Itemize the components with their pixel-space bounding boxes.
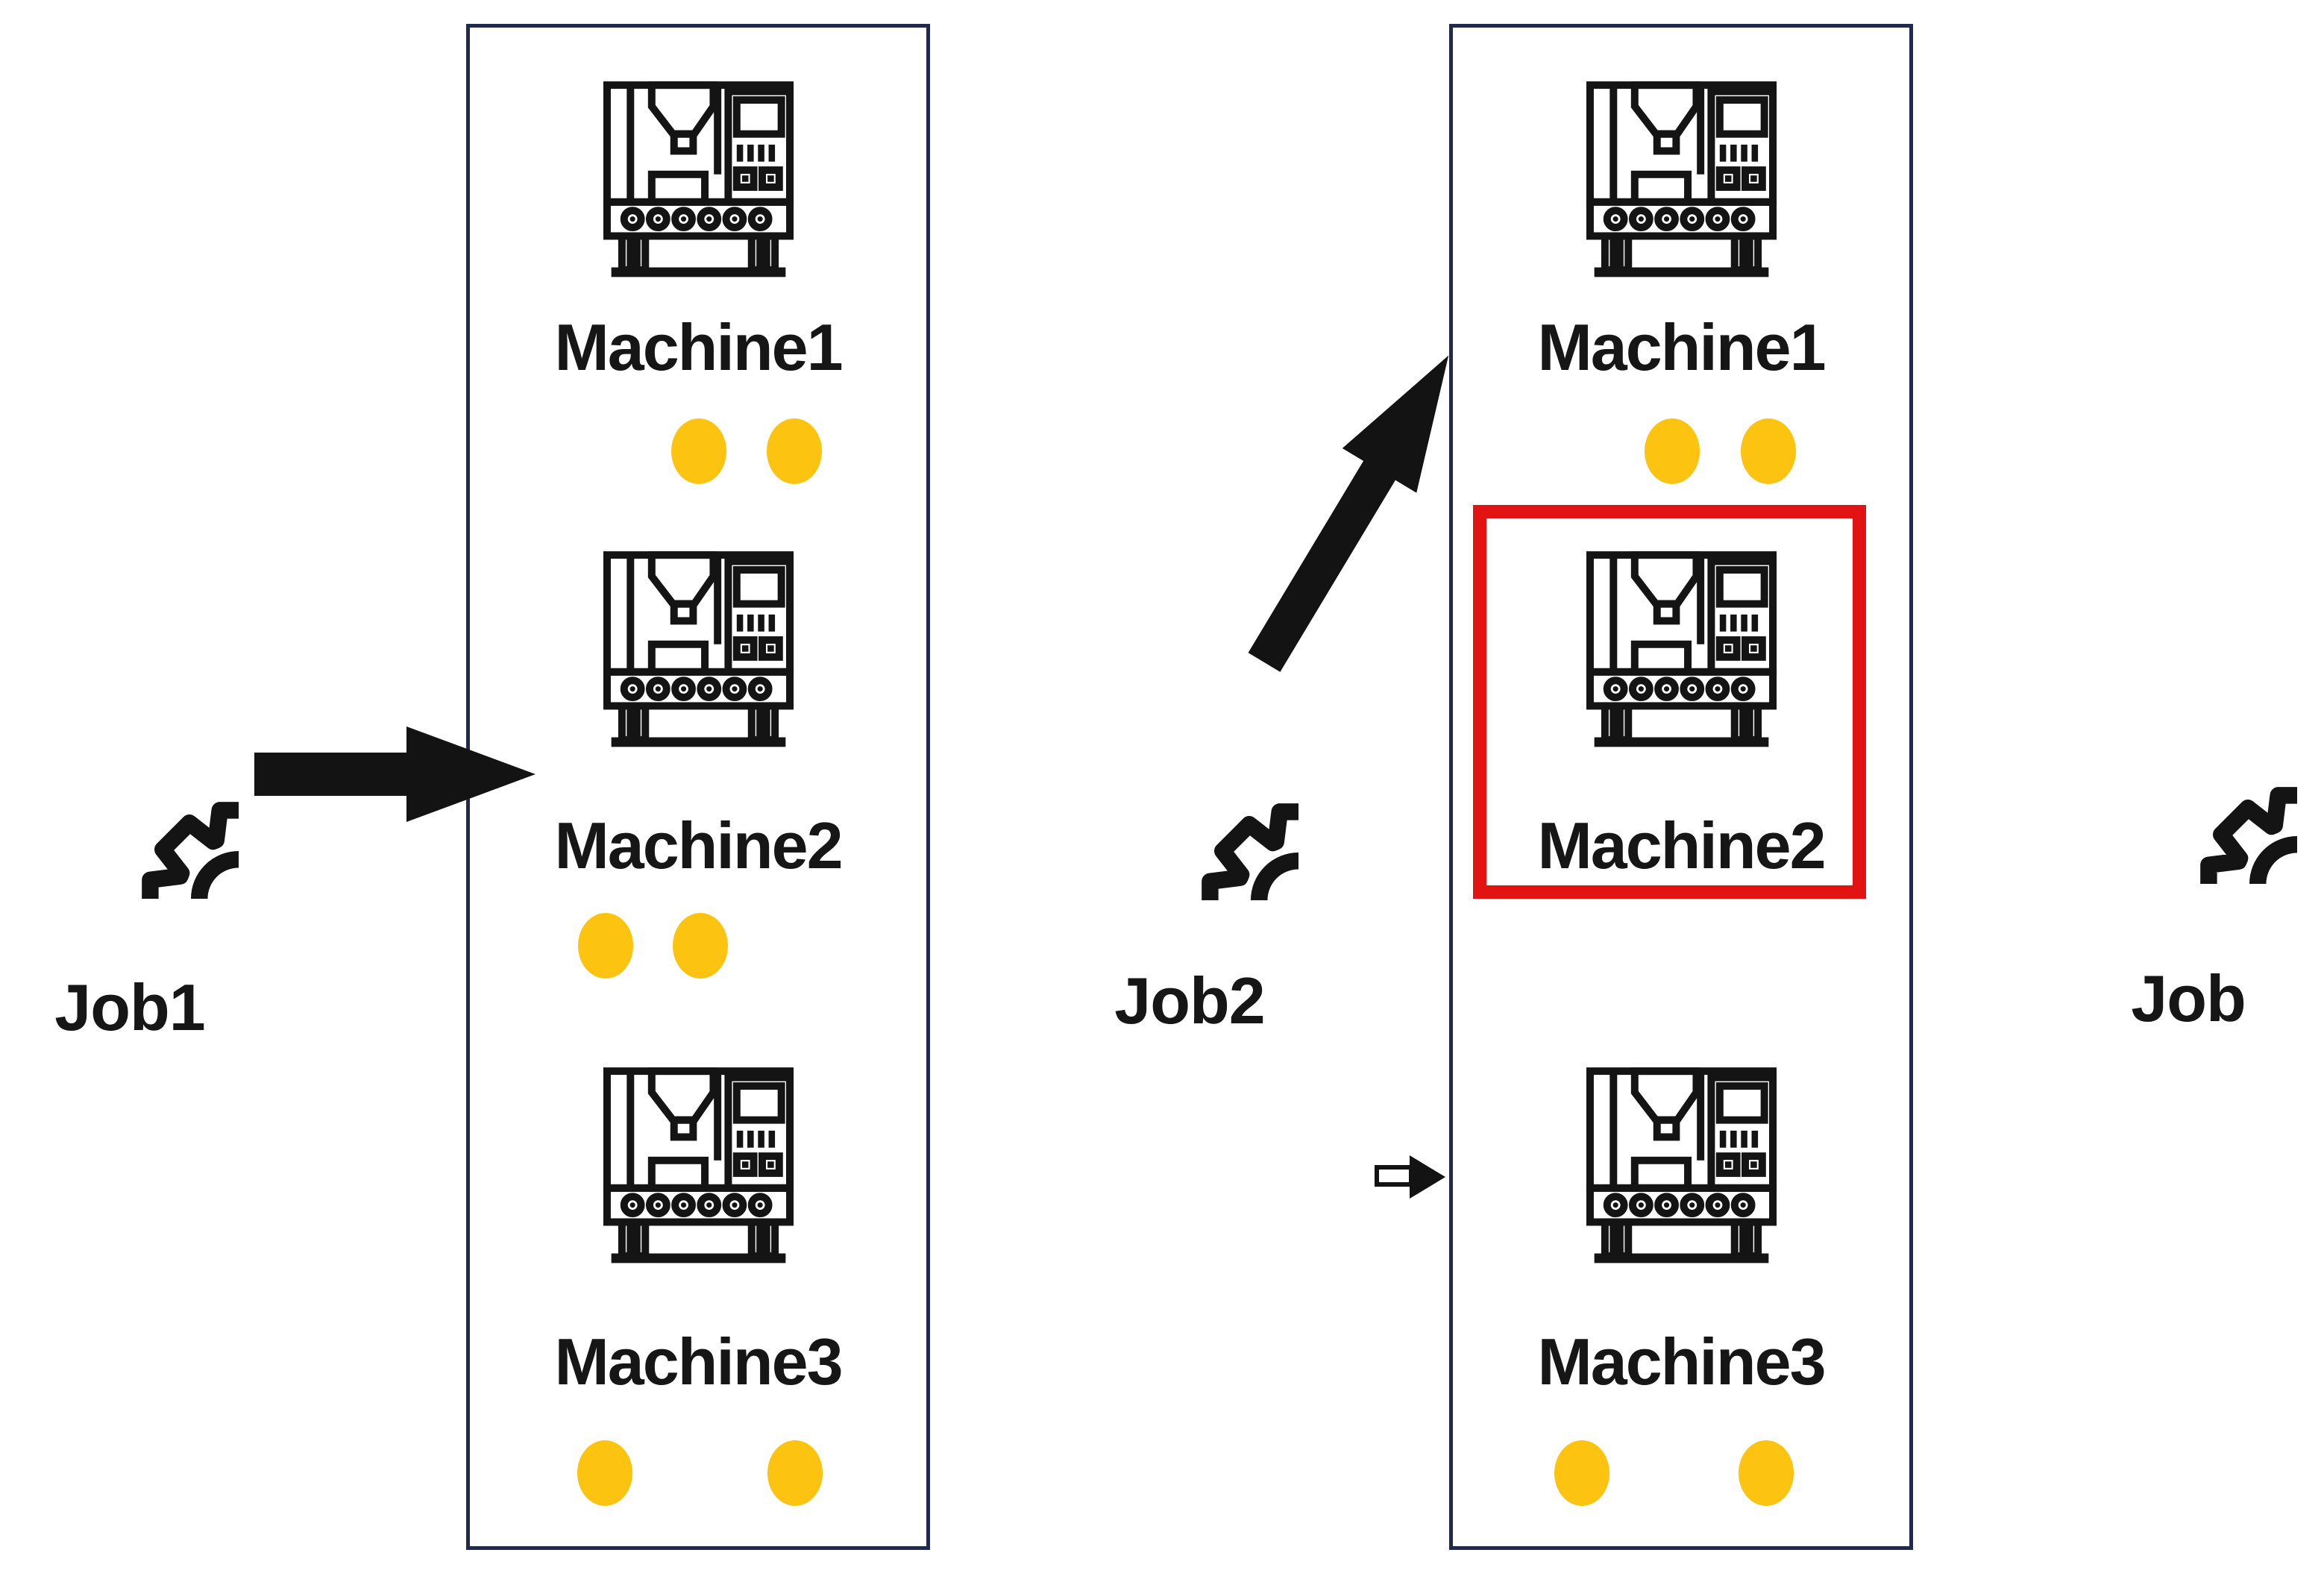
- cursor-arrow-icon: [1375, 1155, 1445, 1199]
- gear-icon: [21, 681, 239, 899]
- job-token-dot: [1645, 418, 1700, 484]
- job-token-row: [470, 1440, 926, 1506]
- job-label: Job1: [54, 970, 205, 1044]
- job-token-row: [1453, 1440, 1909, 1506]
- machine-label: Machine3: [554, 1325, 843, 1399]
- job-token-dot: [673, 913, 728, 979]
- job-label: Job2: [1114, 964, 1265, 1038]
- job-token-dot: [1741, 418, 1796, 484]
- machine-label: Machine2: [1537, 809, 1826, 882]
- job-token-dot: [767, 1440, 823, 1506]
- job2-group: Job2: [1081, 682, 1298, 1038]
- machine-block: Machine1: [1453, 72, 1909, 484]
- job-token-dot: [577, 1440, 632, 1506]
- machine-block: Machine3: [470, 1058, 926, 1506]
- cnc-machine-icon: [1586, 1067, 1777, 1263]
- job1-group: Job1: [21, 681, 239, 1044]
- machine-label: Machine1: [1537, 310, 1826, 384]
- machine-block: Machine1: [470, 72, 926, 484]
- job-token-row: [1453, 418, 1909, 484]
- job2-assignment-arrow-icon: [1248, 355, 1449, 672]
- job-group: Job: [2079, 666, 2297, 1035]
- job-label: Job: [2131, 961, 2246, 1035]
- job-token-row: [470, 418, 926, 484]
- job-token-row: [470, 913, 926, 979]
- machine-label: Machine1: [554, 310, 843, 384]
- cnc-machine-icon: [603, 551, 794, 747]
- machine-block: Machine2: [1453, 542, 1909, 979]
- job-token-dot: [671, 418, 726, 484]
- gear-icon: [1081, 682, 1298, 900]
- machine-group-box-2: Machine1: [1449, 24, 1913, 1550]
- job-token-row: [1453, 913, 1909, 979]
- cnc-machine-icon: [1586, 551, 1777, 747]
- machine-label: Machine2: [554, 809, 843, 882]
- red-highlight-box: [1473, 505, 1866, 899]
- cnc-machine-icon: [603, 81, 794, 277]
- job-token-dot: [578, 913, 633, 979]
- gear-icon: [2079, 666, 2297, 884]
- job-token-dot: [1739, 1440, 1794, 1506]
- job-token-dot: [767, 418, 822, 484]
- machine-label: Machine3: [1537, 1325, 1826, 1399]
- job-token-dot: [1554, 1440, 1609, 1506]
- machine-block: Machine2: [470, 542, 926, 979]
- machine-group-box-1: Machine1: [466, 24, 930, 1550]
- machine-block: Machine3: [1453, 1058, 1909, 1506]
- cnc-machine-icon: [603, 1067, 794, 1263]
- cnc-machine-icon: [1586, 81, 1777, 277]
